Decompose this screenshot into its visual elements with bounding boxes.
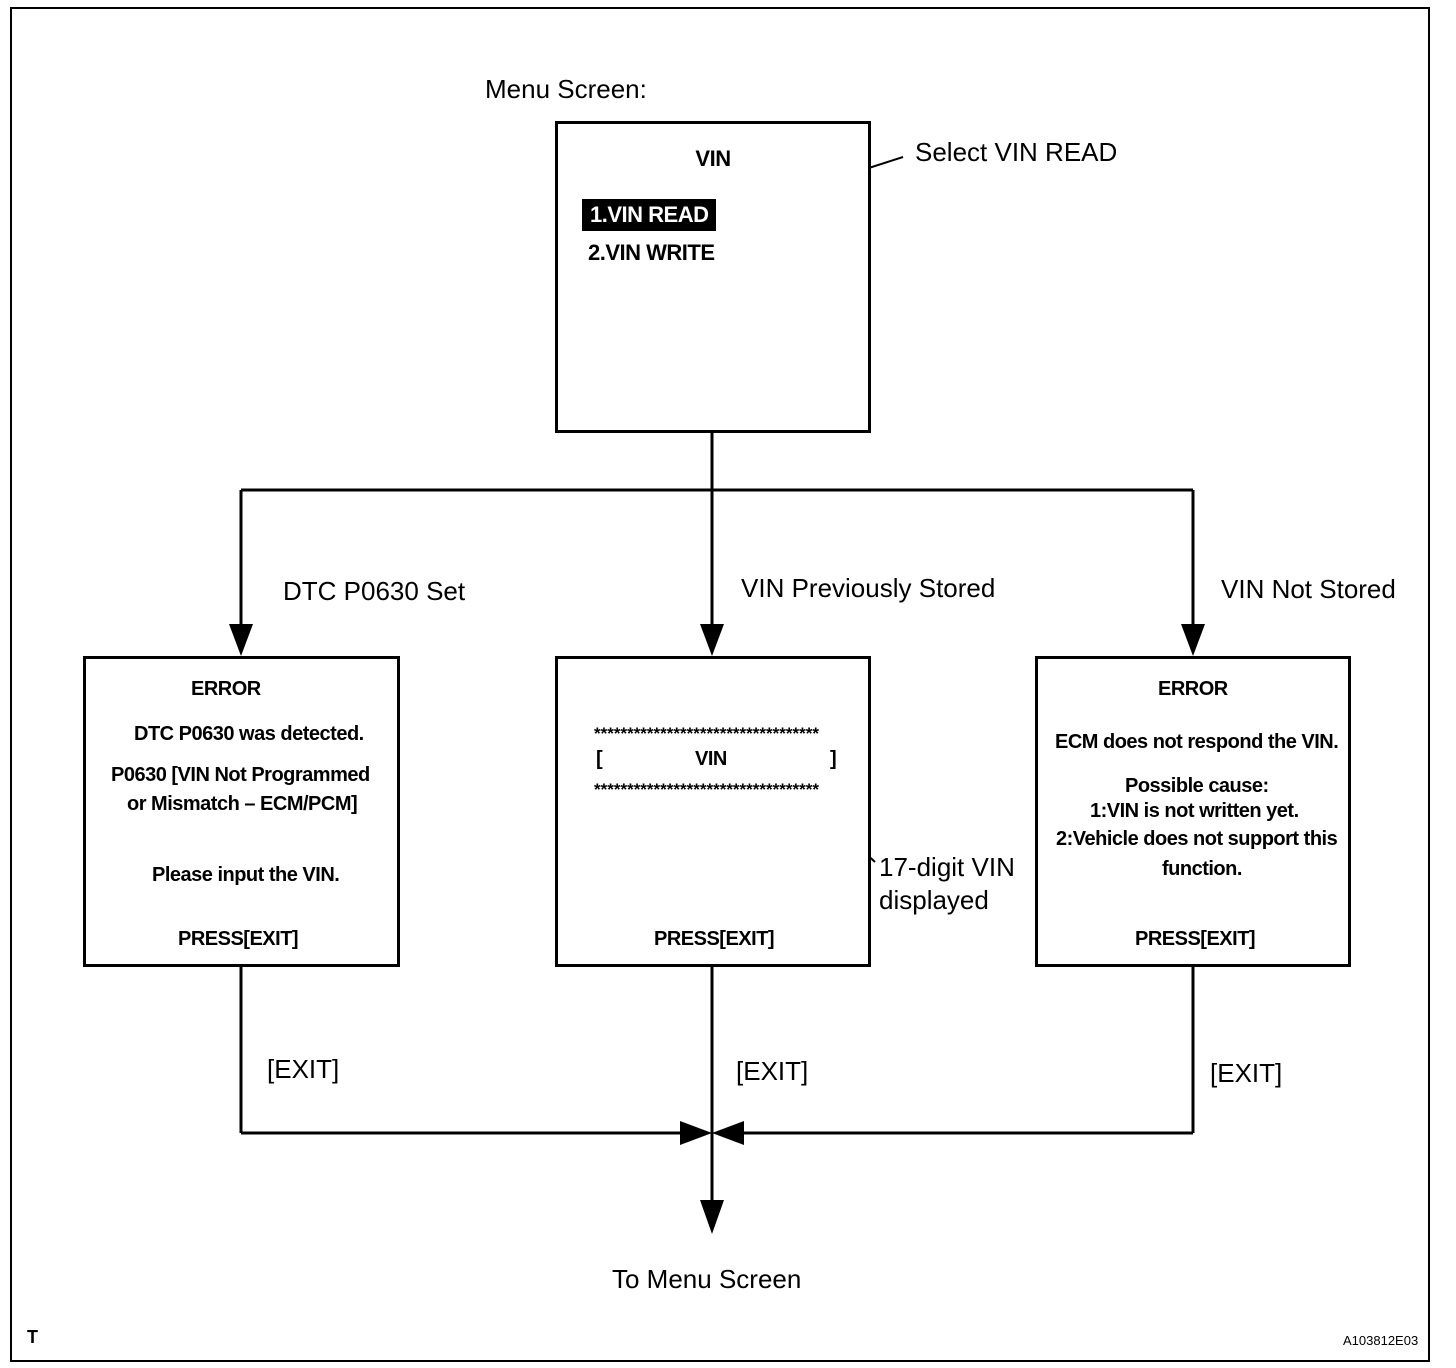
error-not-stored-press-exit[interactable]: PRESS[EXIT]	[1135, 928, 1256, 950]
annotation-displayed: displayed	[879, 885, 989, 915]
branch-label-dtc: DTC P0630 Set	[283, 576, 466, 606]
arrow-to-menu	[700, 1200, 724, 1234]
vin-stars-top: **********************************	[594, 724, 819, 743]
error-dtc-press-exit[interactable]: PRESS[EXIT]	[178, 928, 299, 950]
menu-item-vin-write[interactable]: 2.VIN WRITE	[588, 240, 715, 265]
arrow-exit-right	[712, 1121, 744, 1145]
branch-label-previously-stored: VIN Previously Stored	[741, 573, 996, 603]
error-not-stored-line4: 2:Vehicle does not support this	[1056, 828, 1338, 850]
error-dtc-title: ERROR	[191, 678, 261, 700]
exit-label-left: [EXIT]	[267, 1054, 340, 1084]
arrow-middle-branch	[700, 624, 724, 656]
error-not-stored-title: ERROR	[1158, 678, 1228, 700]
error-not-stored-screen: ERROR ECM does not respond the VIN. Poss…	[1035, 656, 1351, 967]
corner-mark: T	[27, 1327, 38, 1347]
arrow-left-branch	[229, 624, 253, 656]
vin-bracket-close: ]	[830, 748, 837, 770]
error-not-stored-line5: function.	[1162, 858, 1242, 880]
arrow-exit-left	[680, 1121, 712, 1145]
error-dtc-line2: P0630 [VIN Not Programmed	[111, 764, 370, 786]
error-not-stored-line2: Possible cause:	[1125, 775, 1269, 797]
branch-label-not-stored: VIN Not Stored	[1221, 574, 1396, 604]
error-dtc-line4: Please input the VIN.	[152, 864, 340, 886]
error-dtc-line1: DTC P0630 was detected.	[134, 723, 364, 745]
annotation-17-digit: 17-digit VIN	[879, 852, 1015, 882]
menu-title: VIN	[695, 146, 731, 171]
menu-screen-label: Menu Screen:	[485, 74, 647, 104]
vin-value: VIN	[695, 748, 727, 770]
vin-bracket-open: [	[596, 748, 603, 770]
exit-label-right: [EXIT]	[1210, 1058, 1283, 1088]
exit-label-middle: [EXIT]	[736, 1056, 809, 1086]
error-not-stored-line1: ECM does not respond the VIN.	[1055, 731, 1339, 753]
figure-id: A103812E03	[1343, 1333, 1419, 1348]
vin-display-screen: ********************************** [ VIN…	[555, 656, 871, 967]
to-menu-screen-label: To Menu Screen	[612, 1264, 802, 1294]
vin-stars-bottom: **********************************	[594, 780, 819, 799]
annotation-select-vin-read: Select VIN READ	[915, 137, 1118, 167]
error-not-stored-line3: 1:VIN is not written yet.	[1090, 800, 1299, 822]
vin-press-exit[interactable]: PRESS[EXIT]	[654, 928, 775, 950]
menu-item-vin-read[interactable]: 1.VIN READ	[582, 199, 717, 231]
arrow-right-branch	[1181, 624, 1205, 656]
error-dtc-screen: ERROR DTC P0630 was detected. P0630 [VIN…	[83, 656, 400, 967]
menu-screen: VIN 1.VIN READ 2.VIN WRITE	[555, 121, 871, 433]
figure-frame	[10, 7, 1430, 1362]
menu-item-vin-read-label: 1.VIN READ	[582, 199, 717, 231]
error-dtc-line3: or Mismatch – ECM/PCM]	[127, 793, 358, 815]
